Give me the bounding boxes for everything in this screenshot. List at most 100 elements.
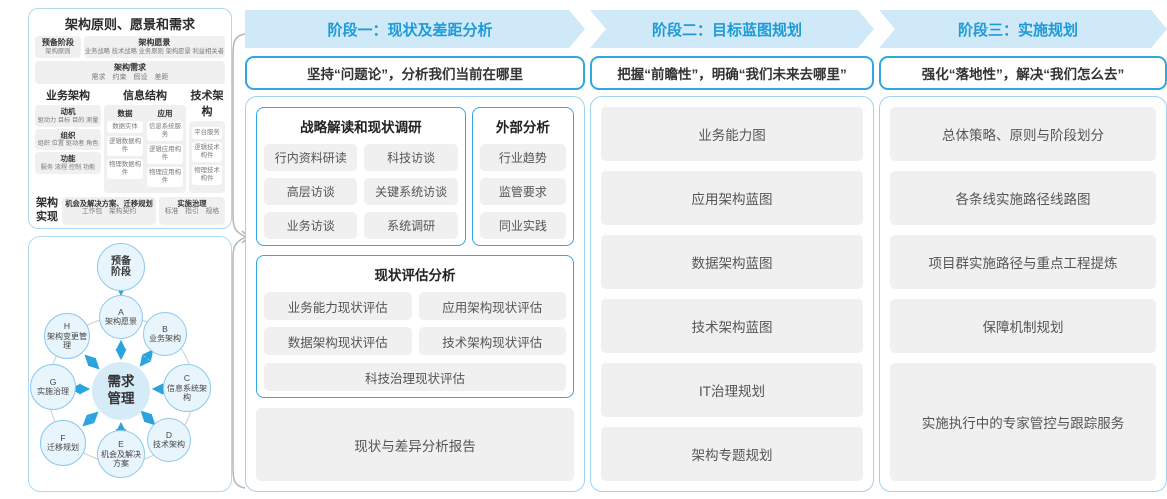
adm-node-letter: F bbox=[60, 432, 66, 443]
architecture-requirements-title: 架构需求 bbox=[114, 63, 146, 73]
application-item: 逻辑应用构件 bbox=[147, 144, 183, 165]
architecture-framework-panel: 架构原则、愿景和需求 预备阶段 架构原则 架构愿景 业务战略 技术战略 业务原则… bbox=[28, 8, 232, 229]
function-box: 功能 服务 流程 控制 功能 bbox=[35, 152, 101, 174]
adm-center-requirements-management: 需求管理 bbox=[92, 362, 150, 420]
phase-2-item: IT治理规划 bbox=[601, 363, 863, 417]
adm-node-h-change-management: H 架构变更管理 bbox=[44, 313, 90, 359]
strategy-item: 系统调研 bbox=[364, 212, 458, 239]
technology-item: 逻辑技术构件 bbox=[192, 142, 222, 163]
phase-2-quote: 把握“前瞻性”，明确“我们未来去哪里” bbox=[590, 56, 874, 90]
data-item: 数据实体 bbox=[107, 121, 143, 134]
adm-node-g-governance: G 实施治理 bbox=[30, 364, 76, 410]
strategy-research-box: 战略解读和现状调研 行内资料研读 科技访谈 高层访谈 关键系统访谈 业务访谈 系… bbox=[256, 107, 466, 246]
phase-1-quote-label: 坚持“问题论”，分析我们当前在哪里 bbox=[307, 67, 523, 82]
phases-area: 阶段一：现状及差距分析 坚持“问题论”，分析我们当前在哪里 战略解读和现状调研 … bbox=[245, 10, 1167, 492]
adm-node-label: 架构愿景 bbox=[105, 317, 137, 327]
assessment-item: 技术架构现状评估 bbox=[418, 327, 566, 355]
phase-3-item: 项目群实施路径与重点工程提炼 bbox=[890, 235, 1156, 289]
architecture-requirements-box: 架构需求 需求 约束 假设 差距 bbox=[35, 61, 225, 85]
gap-analysis-report-box: 现状与差异分析报告 bbox=[256, 408, 574, 481]
external-analysis-list: 行业趋势 监管要求 同业实践 bbox=[479, 144, 566, 239]
architecture-vision-title: 架构愿景 bbox=[138, 38, 171, 47]
phase-2-column: 阶段二：目标蓝图规划 把握“前瞻性”，明确“我们未来去哪里” 业务能力图 应用架… bbox=[590, 10, 874, 492]
phase-2-item: 数据架构蓝图 bbox=[601, 235, 863, 289]
business-architecture-column: 业务架构 动机 驱动力 目标 目的 测量 组织 组织 位置 驱动者 角色 功能 … bbox=[35, 87, 101, 193]
external-item: 行业趋势 bbox=[479, 144, 566, 171]
assessment-item: 业务能力现状评估 bbox=[264, 292, 412, 320]
adm-node-label: 预备阶段 bbox=[111, 255, 131, 279]
phase-3-item: 总体策略、原则与阶段划分 bbox=[890, 107, 1156, 161]
application-item: 物理应用构件 bbox=[147, 167, 183, 188]
organization-sub: 组织 位置 驱动者 角色 bbox=[37, 140, 99, 148]
phase-3-banner: 阶段三：实施规划 bbox=[879, 10, 1167, 48]
business-architecture-title: 业务架构 bbox=[46, 90, 90, 103]
phase-3-banner-label: 阶段三：实施规划 bbox=[957, 21, 1078, 39]
phase-1-quote: 坚持“问题论”，分析我们当前在哪里 bbox=[245, 56, 585, 90]
adm-node-label: 信息系统架构 bbox=[167, 383, 207, 402]
data-subcolumn: 数据 数据实体 逻辑数据构件 物理数据构件 bbox=[106, 108, 144, 190]
technology-architecture-title: 技术架构 bbox=[190, 90, 224, 119]
prep-phase-box: 预备阶段 架构原则 bbox=[35, 36, 81, 59]
application-subcolumn: 应用 信息系统服务 逻辑应用构件 物理应用构件 bbox=[146, 108, 184, 190]
architecture-requirements-sub: 需求 约束 假设 差距 bbox=[91, 74, 169, 82]
application-item: 信息系统服务 bbox=[147, 121, 183, 142]
external-item: 同业实践 bbox=[479, 212, 566, 239]
adm-node-letter: A bbox=[118, 306, 124, 317]
phase-3-column: 阶段三：实施规划 强化“落地性”，解决“我们怎么去” 总体策略、原则与阶段划分 … bbox=[879, 10, 1167, 492]
information-structure-column: 信息结构 数据 数据实体 逻辑数据构件 物理数据构件 应用 信息系统服务 逻辑应… bbox=[104, 87, 186, 194]
assessment-grid: 业务能力现状评估 应用架构现状评估 数据架构现状评估 技术架构现状评估 bbox=[264, 292, 566, 355]
information-structure-title: 信息结构 bbox=[123, 90, 167, 103]
assessment-analysis-title: 现状评估分析 bbox=[374, 268, 456, 283]
implementation-governance-title: 实施治理 bbox=[177, 199, 207, 209]
strategy-item: 科技访谈 bbox=[364, 144, 458, 171]
phase-2-quote-label: 把握“前瞻性”，明确“我们未来去哪里” bbox=[617, 67, 847, 82]
phase-2-item: 应用架构蓝图 bbox=[601, 171, 863, 225]
phase-2-list: 业务能力图 应用架构蓝图 数据架构蓝图 技术架构蓝图 IT治理规划 架构专题规划 bbox=[601, 107, 863, 481]
application-subtitle: 应用 bbox=[157, 109, 173, 119]
phase-1-top-row: 战略解读和现状调研 行内资料研读 科技访谈 高层访谈 关键系统访谈 业务访谈 系… bbox=[256, 107, 574, 246]
phase-3-item: 保障机制规划 bbox=[890, 299, 1156, 353]
phase-2-item: 技术架构蓝图 bbox=[601, 299, 863, 353]
phase-3-item: 各条线实施路径线路图 bbox=[890, 171, 1156, 225]
adm-node-label: 架构变更管理 bbox=[47, 331, 87, 350]
phase-3-quote-label: 强化“落地性”，解决“我们怎么去” bbox=[921, 67, 1125, 82]
external-item: 监管要求 bbox=[479, 178, 566, 205]
architecture-vision-box: 架构愿景 业务战略 技术战略 业务原则 架构愿景 利益相关者 bbox=[83, 36, 225, 59]
phase-2-container: 业务能力图 应用架构蓝图 数据架构蓝图 技术架构蓝图 IT治理规划 架构专题规划 bbox=[590, 96, 874, 492]
adm-node-preliminary: 预备阶段 bbox=[97, 243, 145, 291]
phase-2-banner: 阶段二：目标蓝图规划 bbox=[590, 10, 874, 48]
data-subtitle: 数据 bbox=[117, 109, 133, 119]
phase-3-container: 总体策略、原则与阶段划分 各条线实施路径线路图 项目群实施路径与重点工程提炼 保… bbox=[879, 96, 1167, 492]
organization-title: 组织 bbox=[60, 130, 76, 140]
implementation-governance-box: 实施治理 标准 指引 规格 bbox=[158, 197, 225, 225]
assessment-item: 数据架构现状评估 bbox=[264, 327, 412, 355]
adm-node-f-migration: F 迁移规划 bbox=[40, 420, 86, 466]
organization-box: 组织 组织 位置 驱动者 角色 bbox=[35, 128, 101, 151]
adm-node-letter: E bbox=[118, 438, 124, 449]
framework-title: 架构原则、愿景和需求 bbox=[64, 17, 195, 32]
strategy-item: 关键系统访谈 bbox=[364, 178, 458, 205]
adm-node-label: 实施治理 bbox=[37, 387, 69, 397]
adm-node-label: 业务架构 bbox=[149, 334, 181, 344]
adm-node-b-business: B 业务架构 bbox=[143, 312, 187, 356]
technology-item: 平台服务 bbox=[192, 127, 222, 140]
adm-node-letter: C bbox=[183, 372, 191, 383]
adm-node-label: 机会及解决方案 bbox=[101, 449, 141, 468]
function-sub: 服务 流程 控制 功能 bbox=[40, 163, 96, 171]
adm-node-letter: B bbox=[162, 323, 168, 334]
phase-1-banner-label: 阶段一：现状及差距分析 bbox=[327, 21, 493, 39]
opportunities-migration-box: 机会及解决方案、迁移规划 工作包 架构契约 bbox=[62, 197, 156, 225]
data-item: 物理数据构件 bbox=[107, 159, 143, 180]
phase-1-banner: 阶段一：现状及差距分析 bbox=[245, 10, 585, 48]
adm-node-d-technology: D 技术架构 bbox=[147, 418, 191, 462]
adm-center-label: 需求管理 bbox=[107, 374, 135, 406]
external-analysis-title: 外部分析 bbox=[495, 120, 550, 135]
adm-node-c-information-systems: C 信息系统架构 bbox=[163, 364, 211, 412]
external-analysis-box: 外部分析 行业趋势 监管要求 同业实践 bbox=[471, 107, 574, 246]
strategy-item: 业务访谈 bbox=[264, 212, 358, 239]
phase-3-quote: 强化“落地性”，解决“我们怎么去” bbox=[879, 56, 1167, 90]
prep-phase-sub: 架构原则 bbox=[45, 48, 71, 55]
architecture-realization-label: 架构实现 bbox=[36, 197, 58, 224]
strategy-research-grid: 行内资料研读 科技访谈 高层访谈 关键系统访谈 业务访谈 系统调研 bbox=[264, 144, 458, 239]
